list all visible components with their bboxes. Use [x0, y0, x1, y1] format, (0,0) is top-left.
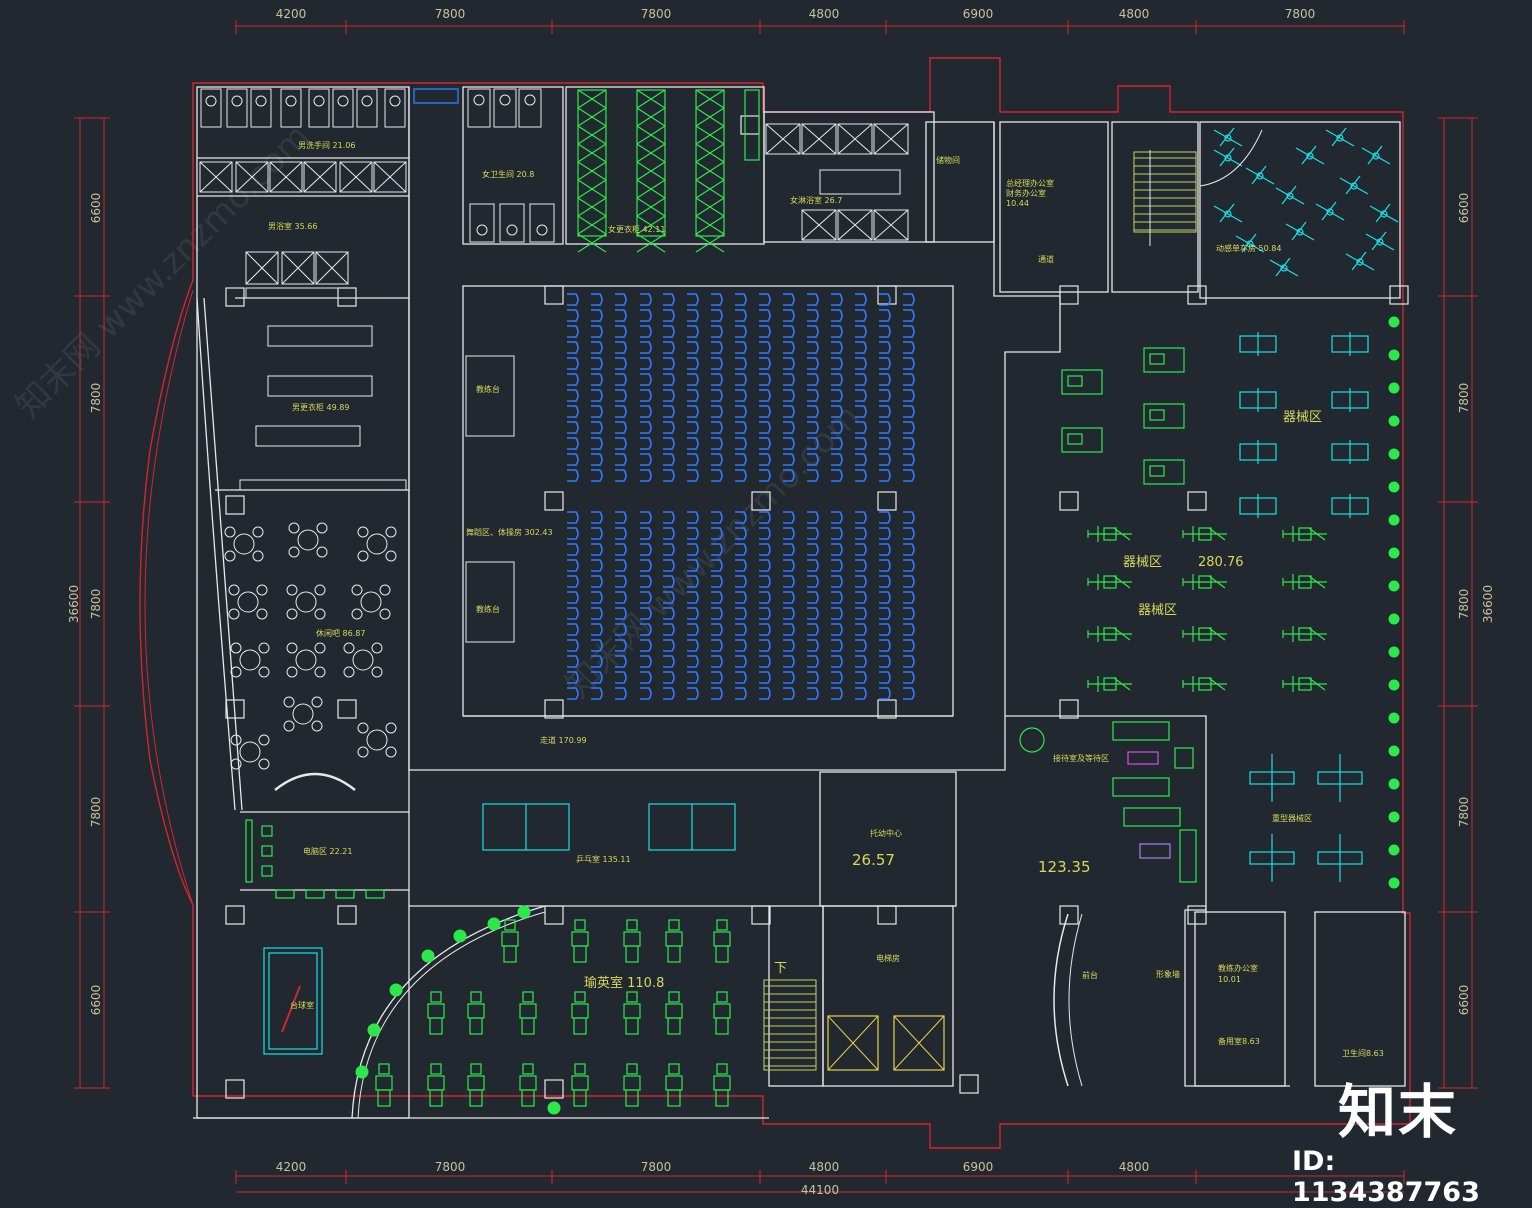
dim-top-1: 4200 — [276, 7, 307, 21]
dim-top-7: 7800 — [1285, 7, 1316, 21]
lounge-bar-counter — [274, 772, 356, 791]
right-planter-column — [1388, 316, 1400, 889]
pingpong-tables — [482, 803, 736, 851]
dim-bottom-4: 4800 — [809, 1160, 840, 1174]
label-equipment-1: 器械区 — [1283, 410, 1322, 425]
elevator-shafts — [827, 1015, 945, 1071]
label-office-area: 10.44 — [1006, 199, 1029, 208]
front-desk-counter — [1053, 913, 1069, 1087]
dim-top-4: 4800 — [809, 7, 840, 21]
men-locker-benches — [239, 287, 407, 491]
label-walkway: 走道 170.99 — [540, 735, 587, 745]
label-stairs-down: 下 — [774, 961, 787, 976]
dim-bottom-1: 4200 — [276, 1160, 307, 1174]
label-equipment-2: 器械区 — [1123, 555, 1162, 570]
stairs-north — [1133, 150, 1197, 246]
watermark-center: 知末网 www.znzmo.com — [558, 397, 868, 707]
label-coach-office-area: 10.01 — [1218, 975, 1241, 984]
label-wc: 卫生间8.63 — [1342, 1048, 1384, 1058]
label-men-wash: 男洗手间 21.06 — [298, 140, 355, 150]
label-heavy-equipment: 重型器械区 — [1272, 813, 1312, 823]
dim-left-1: 6600 — [89, 193, 103, 224]
label-women-locker: 女更衣柜 42.11 — [608, 224, 665, 234]
curved-facade — [144, 289, 194, 906]
dim-left-4: 7800 — [89, 797, 103, 828]
label-women-shower: 女淋浴室 26.7 — [790, 195, 842, 205]
spin-bikes — [1213, 127, 1399, 277]
lounge-tables — [224, 522, 397, 770]
coach-desk-1 — [465, 355, 515, 437]
dim-right-2: 7800 — [1457, 383, 1471, 414]
dim-left-5: 6600 — [89, 985, 103, 1016]
label-reception: 接待室及等待区 — [1053, 753, 1109, 763]
billiard-table — [263, 947, 323, 1055]
coach-desk-2 — [465, 561, 515, 643]
label-gm-office: 总经理办公室 — [1006, 178, 1054, 188]
dim-top-2: 7800 — [435, 7, 466, 21]
dim-bottom-total: 44100 — [801, 1183, 839, 1197]
dim-bottom-2: 7800 — [435, 1160, 466, 1174]
dimension-lines — [74, 20, 1478, 1193]
yoga-curved-wall — [351, 905, 546, 1119]
reception-furniture — [1019, 721, 1197, 883]
label-spin-room: 动感单车房 50.84 — [1216, 243, 1281, 253]
label-storage: 储物间 — [936, 155, 960, 165]
label-computer: 电脑区 22.21 — [303, 846, 352, 856]
label-childcare-area: 26.57 — [852, 851, 895, 869]
label-yoga: 瑜英室 110.8 — [584, 975, 664, 991]
label-women-wc: 女卫生间 20.8 — [482, 169, 534, 179]
label-billiards: 台球室 — [290, 1000, 314, 1010]
label-lobby-area: 123.35 — [1038, 858, 1091, 876]
label-equipment-3: 器械区 — [1138, 603, 1177, 618]
exterior-outline — [139, 57, 1411, 1149]
brand-logo: 知末 — [1338, 1078, 1459, 1146]
dim-left-total: 36600 — [67, 585, 81, 623]
dim-left-2: 7800 — [89, 383, 103, 414]
dim-right-3: 7800 — [1457, 589, 1471, 620]
label-aerobics: 舞蹈区、体操房 302.43 — [466, 527, 553, 537]
dim-right-total: 36600 — [1481, 585, 1495, 623]
label-pingpong: 乒乓室 135.11 — [576, 854, 631, 864]
label-equipment-area: 280.76 — [1198, 555, 1244, 570]
dim-bottom-5: 6900 — [963, 1160, 994, 1174]
image-id: ID: 1134387763 — [1292, 1146, 1480, 1208]
computer-desks — [245, 819, 385, 899]
dim-right-4: 7800 — [1457, 797, 1471, 828]
label-men-shower: 男浴室 35.66 — [268, 221, 317, 231]
men-shower-cubicles — [199, 161, 407, 285]
label-coach-office: 教练办公室 — [1218, 963, 1258, 973]
dim-right-1: 6600 — [1457, 193, 1471, 224]
stairs-south — [763, 979, 817, 1071]
women-locker-racks — [577, 89, 909, 253]
dim-top-3: 7800 — [641, 7, 672, 21]
label-spare: 备用室8.63 — [1218, 1036, 1260, 1046]
label-elevator: 电梯房 — [876, 953, 900, 963]
label-image-wall: 形象墙 — [1156, 969, 1180, 979]
label-childcare: 托幼中心 — [870, 828, 902, 838]
label-corridor: 通道 — [1038, 254, 1054, 264]
yoga-equipment — [375, 919, 731, 1107]
label-coach-desk-1: 教练台 — [476, 384, 500, 394]
dim-bottom-6: 4800 — [1119, 1160, 1150, 1174]
label-finance: 财务办公室 — [1006, 188, 1046, 198]
structural-columns — [225, 115, 1409, 1099]
label-men-locker: 男更衣柜 49.89 — [292, 402, 349, 412]
dim-bottom-3: 7800 — [641, 1160, 672, 1174]
label-front-desk: 前台 — [1082, 970, 1098, 980]
label-lounge: 休闲吧 86.87 — [316, 628, 365, 638]
dim-top-6: 4800 — [1119, 7, 1150, 21]
shower-strip — [413, 88, 459, 104]
dim-top-5: 6900 — [963, 7, 994, 21]
dim-left-3: 7800 — [89, 589, 103, 620]
planter-row — [355, 905, 561, 1115]
label-coach-desk-2: 教练台 — [476, 604, 500, 614]
gym-equipment — [1061, 332, 1369, 882]
aerobics-seating — [567, 293, 915, 700]
sanitary-fixtures — [200, 88, 555, 243]
dim-right-5: 6600 — [1457, 985, 1471, 1016]
